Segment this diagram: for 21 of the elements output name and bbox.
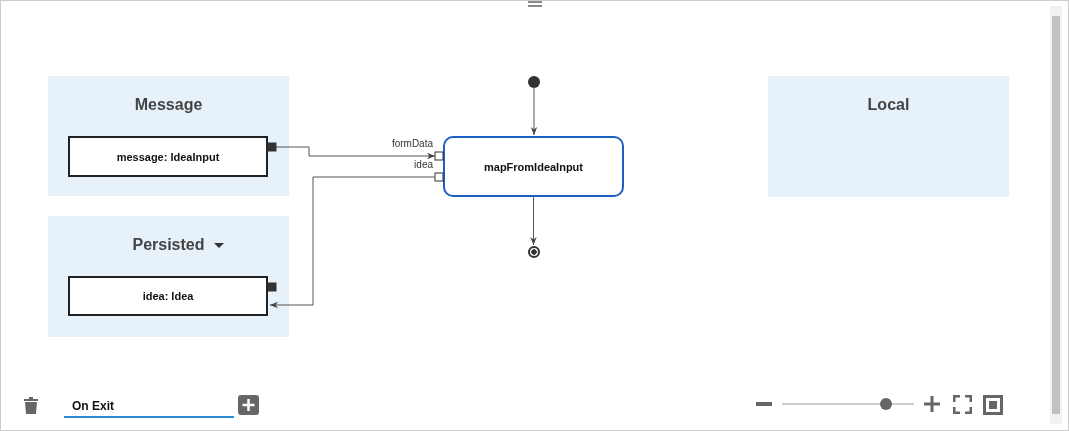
arrow bbox=[530, 87, 538, 136]
arrow bbox=[275, 146, 436, 160]
section-panel bbox=[48, 76, 289, 196]
edge-label: idea bbox=[413, 159, 434, 170]
section-title: Message bbox=[134, 96, 203, 114]
end-node bbox=[528, 246, 540, 258]
variable-label: message: IdeaInput bbox=[116, 150, 220, 163]
tab-input: On Exit bbox=[64, 396, 234, 418]
arrow bbox=[530, 196, 537, 246]
section-panel bbox=[768, 76, 1009, 197]
process-box bbox=[443, 136, 624, 197]
arrow bbox=[269, 176, 436, 309]
section-panel bbox=[48, 216, 289, 337]
section-title: Persisted bbox=[132, 236, 205, 254]
start-node bbox=[528, 76, 540, 88]
edge-label: formData bbox=[390, 138, 434, 149]
process-label: mapFromIdeaInput bbox=[484, 160, 583, 173]
variable-box bbox=[68, 136, 268, 177]
variable-label: idea: Idea bbox=[142, 290, 194, 302]
variable-box bbox=[68, 276, 268, 316]
section-title: Local bbox=[867, 96, 910, 114]
